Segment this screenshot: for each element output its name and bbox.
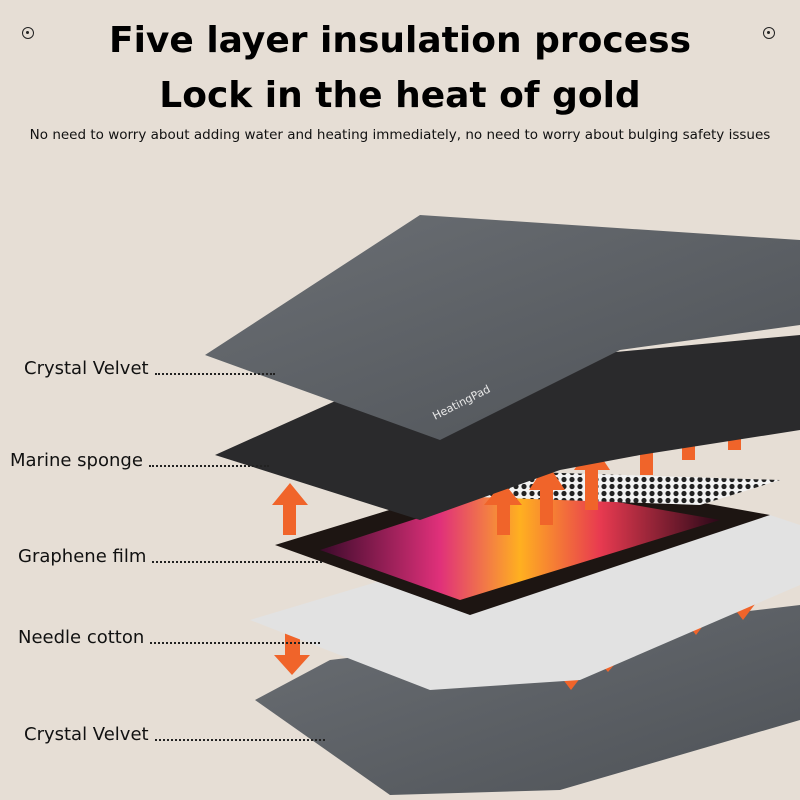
layer-needle-cotton [250,515,800,690]
registration-mark-icon [763,27,775,39]
subtitle: No need to worry about adding water and … [29,127,771,143]
label-crystal-velvet-top: Crystal Velvet [24,358,275,379]
layer-marine-sponge [215,335,800,520]
title-line-1: Five layer insulation process [108,20,691,61]
layer-crystal-velvet-bottom [255,605,800,795]
label-crystal-velvet-bottom: Crystal Velvet [24,724,325,745]
layer-crystal-velvet-top [205,215,800,440]
registration-mark-icon [22,27,34,39]
label-marine-sponge: Marine sponge [10,450,269,471]
label-needle-cotton: Needle cotton [18,627,321,648]
label-graphene-film: Graphene film [18,546,323,567]
title-line-2: Lock in the heat of gold [159,75,641,116]
